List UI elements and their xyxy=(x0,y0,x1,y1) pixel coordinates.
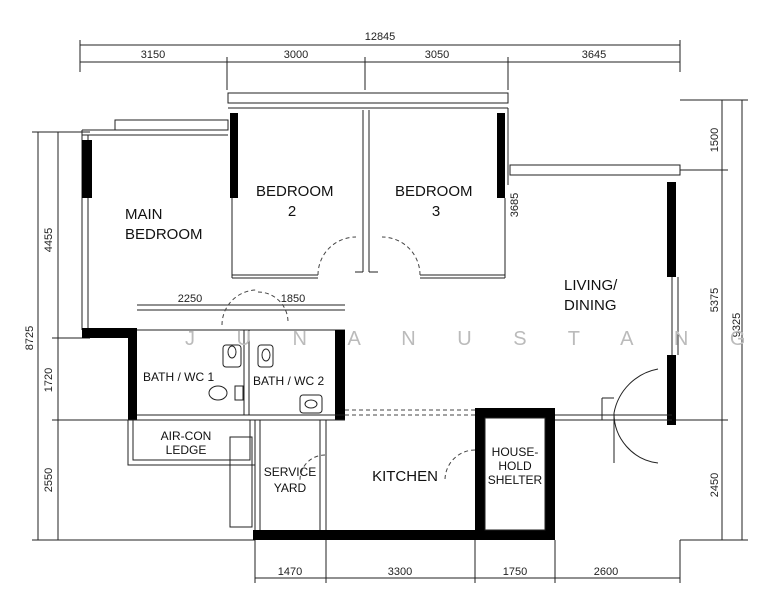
bottom-dim-3: 1750 xyxy=(503,566,527,578)
left-total-dim: 8725 xyxy=(24,326,36,350)
interior-dimensions: 2250 1850 3685 xyxy=(178,193,521,305)
top-dimensions: 12845 3150 3000 3050 3645 xyxy=(79,31,681,90)
total-width-label: 12845 xyxy=(365,31,396,43)
doors xyxy=(221,236,476,481)
right-total-dim: 9325 xyxy=(731,313,743,337)
service-yard-label-1: SERVICE xyxy=(264,465,316,479)
bathroom-fixtures xyxy=(208,344,323,414)
toilet-icon xyxy=(257,344,274,368)
bedroom2-label-2: 2 xyxy=(288,203,296,220)
bedroom3-label-1: BEDROOM xyxy=(395,183,473,200)
right-dim-1: 1500 xyxy=(709,128,721,152)
sink-icon xyxy=(299,394,323,414)
bottom-dimensions: 1470 3300 1750 2600 xyxy=(254,540,681,583)
shelter-label-1: HOUSE- xyxy=(492,445,539,459)
living-label-1: LIVING/ xyxy=(564,277,618,294)
room-labels: MAIN BEDROOM BEDROOM 2 BEDROOM 3 LIVING/… xyxy=(125,183,618,495)
bottom-dim-4: 2600 xyxy=(594,566,618,578)
main-bedroom-label-1: MAIN xyxy=(125,206,163,223)
aircon-label-2: LEDGE xyxy=(166,443,207,457)
bottom-dim-2: 3300 xyxy=(388,566,412,578)
right-dim-3: 2450 xyxy=(709,473,721,497)
right-dimensions: 1500 5375 2450 9325 xyxy=(555,99,748,541)
bedroom3-label-2: 3 xyxy=(432,203,440,220)
top-dim-1: 3150 xyxy=(141,49,165,61)
shelter-label-3: SHELTER xyxy=(488,473,543,487)
bath1-label: BATH / WC 1 xyxy=(143,370,214,384)
left-dim-3: 2550 xyxy=(43,468,55,492)
aircon-label-1: AIR-CON xyxy=(161,429,212,443)
bath2-width-dim: 1850 xyxy=(281,293,305,305)
bottom-dim-1: 1470 xyxy=(278,566,302,578)
walls xyxy=(81,92,681,540)
toilet-icon xyxy=(208,385,228,401)
service-yard-label-2: YARD xyxy=(274,481,307,495)
left-dimensions: 4455 1720 2550 8725 xyxy=(24,131,255,541)
left-dim-2: 1720 xyxy=(43,368,55,392)
bath2-label: BATH / WC 2 xyxy=(253,374,324,388)
top-dim-3: 3050 xyxy=(425,49,449,61)
living-label-2: DINING xyxy=(564,297,617,314)
top-dim-4: 3645 xyxy=(582,49,606,61)
shelter-label-2: HOLD xyxy=(498,459,532,473)
bedroom3-side-dim: 3685 xyxy=(509,193,521,217)
watermark: J U N A N U S T A N G xyxy=(185,328,758,350)
sink-icon xyxy=(222,344,242,368)
bath1-width-dim: 2250 xyxy=(178,293,202,305)
left-dim-1: 4455 xyxy=(43,228,55,252)
kitchen-label: KITCHEN xyxy=(372,468,438,485)
top-dim-2: 3000 xyxy=(284,49,308,61)
right-dim-2: 5375 xyxy=(709,288,721,312)
main-bedroom-label-2: BEDROOM xyxy=(125,226,203,243)
bedroom2-label-1: BEDROOM xyxy=(256,183,334,200)
